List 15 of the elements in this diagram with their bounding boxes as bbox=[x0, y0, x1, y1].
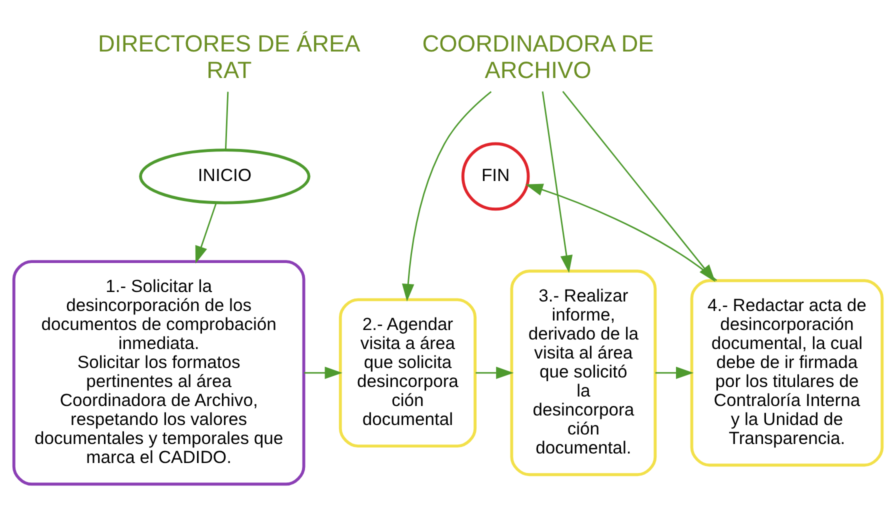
node-box: 1.- Solicitar la desincorporación de los documentos de comprobación inmediata. Solicitar los formatos pertinentes al área Coordinadora de Archivo, respetando los valores documentales y temporales que marca el CADIDO. bbox=[12, 260, 306, 486]
arrow bbox=[542, 91, 573, 273]
node-box: 4.- Redactar acta de desincorporación documental, la cual debe de ir firmada por los titulares de Contraloría Interna y la Unidad de Transparencia. bbox=[690, 279, 884, 467]
node-box: 2.- Agendar visita a área que solicita desincorpora ción documental bbox=[338, 298, 477, 448]
arrow bbox=[402, 91, 492, 302]
arrow bbox=[476, 366, 514, 380]
arrow bbox=[655, 366, 694, 380]
node-ellipse: INICIO bbox=[139, 148, 310, 204]
arrow bbox=[304, 366, 342, 380]
node-text: COORDINADORA DE ARCHIVO bbox=[422, 30, 654, 83]
node-text: DIRECTORES DE ÁREA RAT bbox=[98, 30, 360, 83]
node-circle: FIN bbox=[461, 142, 530, 211]
connector bbox=[224, 92, 229, 150]
arrow bbox=[195, 202, 217, 264]
node-box: 3.- Realizar informe, derivado de la visita al área que solicitó la desincorpora ción documental. bbox=[510, 270, 657, 476]
